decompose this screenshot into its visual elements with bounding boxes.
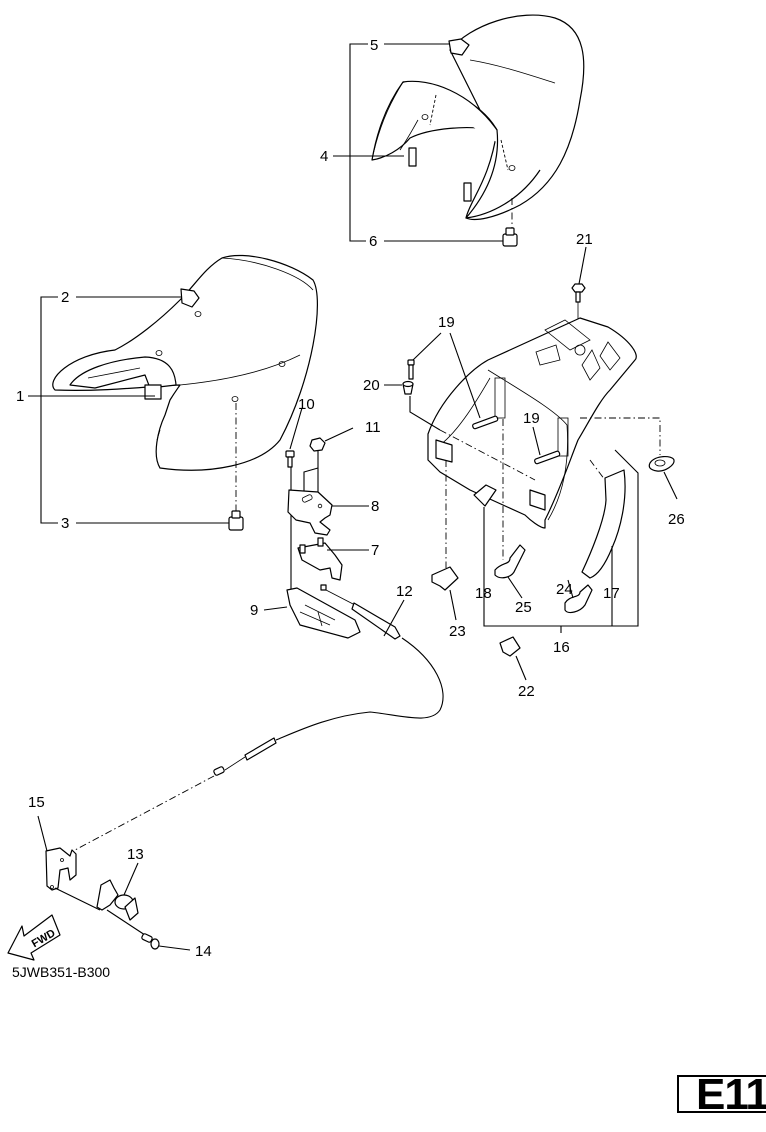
page-tag: E11	[677, 1070, 766, 1119]
hook-25[interactable]	[494, 544, 526, 579]
callout-2: 2	[61, 289, 69, 306]
passenger-seat[interactable]	[371, 14, 585, 221]
seat-lock-cable[interactable]	[74, 584, 444, 851]
lock-bracket-8[interactable]	[287, 489, 333, 536]
callout-23: 23	[449, 623, 466, 640]
side-cover-17[interactable]	[581, 469, 626, 579]
key-cylinder-13[interactable]	[96, 879, 139, 921]
callout-12: 12	[396, 583, 413, 600]
fwd-arrow-icon: FWD	[7, 914, 61, 961]
callout-20: 20	[363, 377, 380, 394]
callout-7: 7	[371, 542, 379, 559]
callout-22: 22	[518, 683, 535, 700]
callout-13: 13	[127, 846, 144, 863]
side-cover-18[interactable]	[473, 484, 497, 507]
callout-14: 14	[195, 943, 212, 960]
rider-seat-damper[interactable]	[228, 510, 244, 531]
screw-14[interactable]	[141, 933, 160, 950]
bolt-19-left[interactable]	[472, 415, 499, 430]
passenger-seat-tab[interactable]	[448, 38, 470, 56]
passenger-seat-damper[interactable]	[502, 227, 518, 247]
callout-15: 15	[28, 794, 45, 811]
callout-25: 25	[515, 599, 532, 616]
callout-6: 6	[369, 233, 377, 250]
bolt-19-right[interactable]	[534, 450, 561, 465]
clip-23[interactable]	[431, 566, 459, 591]
callout-26: 26	[668, 511, 685, 528]
bolt-21[interactable]	[571, 283, 586, 303]
callout-8: 8	[371, 498, 379, 515]
callout-24: 24	[556, 581, 573, 598]
drawing-code: 5JWB351-B300	[12, 964, 110, 980]
clip-22[interactable]	[499, 636, 521, 657]
callout-9: 9	[250, 602, 258, 619]
callout-4: 4	[320, 148, 328, 165]
callout-19-right: 19	[523, 410, 540, 427]
callout-18: 18	[475, 585, 492, 602]
lock-plate-7[interactable]	[297, 537, 343, 581]
grab-bar-16[interactable]	[427, 317, 637, 529]
page-tag-label: E11	[696, 1070, 766, 1119]
hook-24[interactable]	[564, 584, 593, 614]
callout-16: 16	[553, 639, 570, 656]
callout-17: 17	[603, 585, 620, 602]
bolt-19-top[interactable]	[407, 359, 415, 380]
bolt-10[interactable]	[285, 450, 295, 468]
rider-seat-tab[interactable]	[180, 288, 200, 308]
lock-lever-15[interactable]	[45, 847, 77, 891]
nut-11[interactable]	[309, 437, 326, 452]
collar-20[interactable]	[402, 380, 414, 395]
callout-3: 3	[61, 515, 69, 532]
callout-21: 21	[576, 231, 593, 248]
callout-1: 1	[16, 388, 24, 405]
callout-19-top: 19	[438, 314, 455, 331]
callout-10: 10	[298, 396, 315, 413]
grommet-26[interactable]	[648, 456, 675, 472]
callout-11: 11	[365, 419, 381, 436]
rider-seat[interactable]	[52, 254, 318, 471]
lock-holder-9[interactable]	[286, 587, 361, 639]
callout-5: 5	[370, 37, 378, 54]
